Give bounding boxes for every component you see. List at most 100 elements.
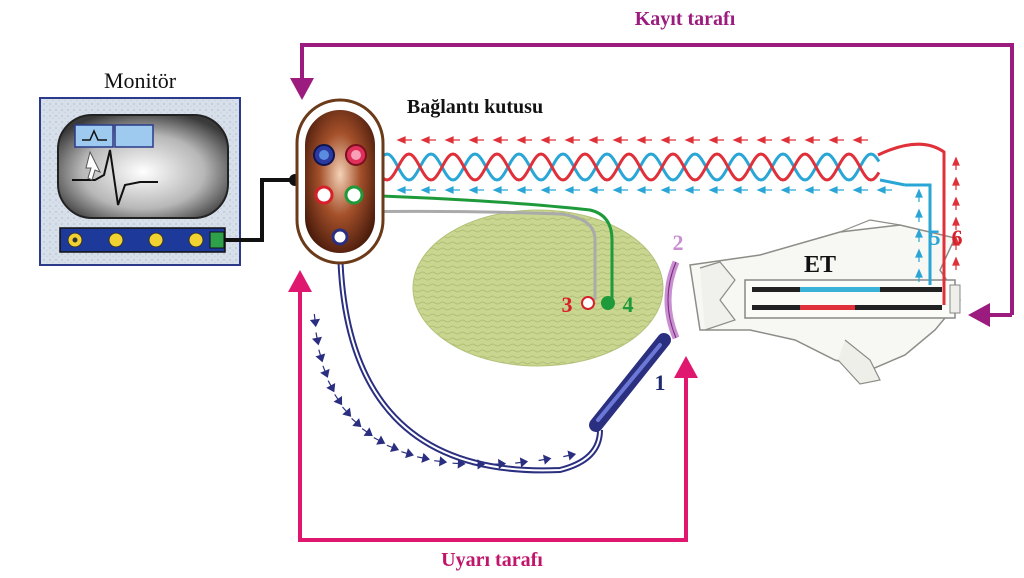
flow-arrow (804, 136, 820, 144)
flow-arrow (684, 136, 700, 144)
stim-arrow (373, 435, 386, 445)
flow-arrow (852, 186, 868, 194)
trachea-et-tube (689, 219, 961, 385)
et-label: ET (804, 252, 836, 278)
flow-arrow (468, 186, 484, 194)
flow-arrow (804, 186, 820, 194)
flow-arrow (952, 196, 960, 210)
electrode-4-label: 4 (623, 292, 634, 317)
port-stim (331, 228, 349, 246)
stim-arrow (361, 427, 373, 437)
recording-arrowhead-down (290, 78, 314, 100)
electrode-4 (601, 296, 615, 310)
electrode-4-wire (353, 193, 614, 300)
stimulation-flow-arrows (309, 313, 577, 470)
stim-arrow (492, 458, 507, 470)
flow-arrow (564, 186, 580, 194)
small-waveform (82, 129, 107, 141)
monitor-label: Monitör (104, 68, 177, 93)
stim-arrow (401, 448, 414, 459)
flow-arrow (660, 186, 676, 194)
electrode-3-label: 3 (562, 292, 573, 317)
red-twisted-wire (364, 152, 881, 182)
monitor (39, 97, 241, 266)
monitor-cable (225, 178, 295, 242)
flow-arrow (396, 136, 412, 144)
wire-5-vertical (905, 183, 932, 285)
flow-arrow (952, 256, 960, 270)
flow-arrow (612, 186, 628, 194)
recording-side-path (290, 43, 1014, 327)
flow-arrow (468, 136, 484, 144)
stim-arrow (515, 457, 529, 468)
flow-arrow (540, 186, 556, 194)
flow-arrow (420, 186, 436, 194)
flow-arrow (952, 236, 960, 250)
flow-arrow (636, 186, 652, 194)
stimulation-side-label: Uyarı tarafı (441, 549, 543, 571)
flow-arrow (492, 186, 508, 194)
flow-arrow (732, 186, 748, 194)
stim-arrow (472, 459, 486, 470)
screen-window-2 (114, 124, 154, 148)
electrode-3 (581, 296, 595, 310)
flow-arrow (732, 136, 748, 144)
recording-flow-arrows (396, 136, 960, 282)
flow-arrow (915, 208, 923, 222)
flow-arrow (780, 186, 796, 194)
electrode-5-label: 5 (930, 225, 941, 250)
flow-arrow (708, 136, 724, 144)
flow-arrow (915, 228, 923, 242)
flow-arrow (828, 186, 844, 194)
stimulation-arrowhead-right (674, 356, 698, 378)
flow-arrow (684, 186, 700, 194)
flow-arrow (756, 186, 772, 194)
monitor-port (209, 231, 225, 249)
flow-arrow (952, 216, 960, 230)
flow-arrow (636, 136, 652, 144)
screen-window-1 (74, 124, 114, 148)
flow-arrow (780, 136, 796, 144)
recording-side-label: Kayıt tarafı (635, 8, 736, 30)
electrode-6-label: 6 (952, 225, 963, 250)
flow-arrow (708, 186, 724, 194)
flow-arrow (444, 136, 460, 144)
flow-arrow (612, 136, 628, 144)
stim-arrow (452, 458, 466, 469)
flow-arrow (915, 248, 923, 262)
cursor-icon (85, 150, 102, 181)
stim-arrow (309, 313, 321, 328)
flow-arrow (876, 186, 892, 194)
connection-box-label: Bağlantı kutusu (407, 96, 543, 118)
et-tube (744, 279, 956, 319)
stimulation-probe (337, 239, 671, 474)
stim-arrow (320, 365, 330, 378)
flow-arrow (516, 186, 532, 194)
flow-arrow (420, 136, 436, 144)
flow-arrow (492, 136, 508, 144)
tissue-area (412, 209, 664, 367)
flow-arrow (915, 188, 923, 202)
flow-arrow (588, 136, 604, 144)
connection-box (295, 98, 385, 265)
flow-arrow (915, 268, 923, 282)
flow-arrow (540, 136, 556, 144)
flow-arrow (516, 136, 532, 144)
stim-arrow (563, 450, 577, 461)
stimulation-arrowhead-left (288, 270, 312, 292)
flow-arrow (828, 136, 844, 144)
stim-arrow (326, 380, 336, 393)
stim-arrow (538, 454, 552, 465)
flow-arrow (852, 136, 868, 144)
stim-arrow (311, 332, 322, 346)
knob-3 (148, 232, 164, 248)
flow-arrow (952, 156, 960, 170)
flow-arrow (396, 186, 412, 194)
twisted-recording-wires (322, 152, 906, 187)
flow-arrow (564, 136, 580, 144)
recording-arrowhead-left (968, 303, 990, 327)
port-green (344, 185, 364, 205)
electrode-2-label: 2 (673, 230, 684, 255)
wire-6-vertical (877, 142, 946, 305)
stim-arrow (333, 394, 343, 406)
